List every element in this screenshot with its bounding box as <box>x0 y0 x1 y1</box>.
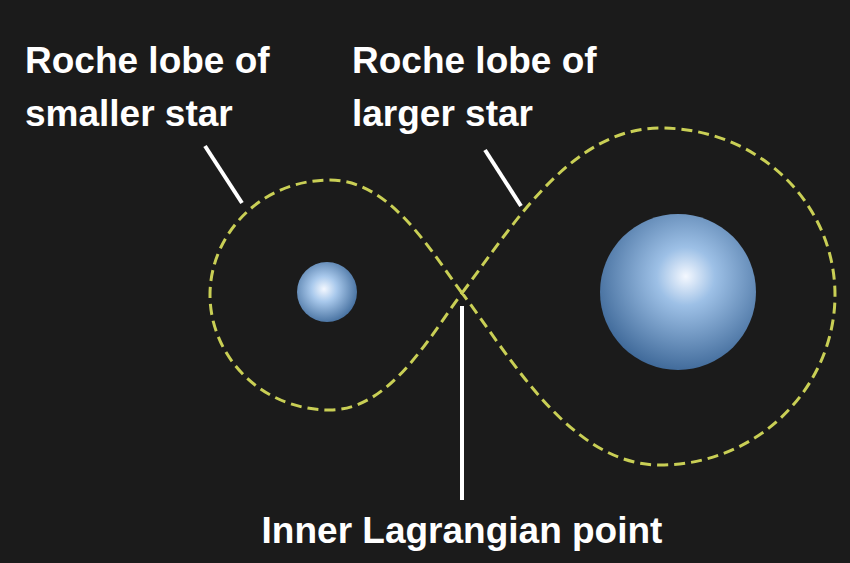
roche-lobe-small <box>210 180 462 410</box>
leader-line <box>460 306 464 500</box>
large-star <box>600 214 756 370</box>
lobe-label: Roche lobe of smaller star <box>25 34 345 140</box>
lobe-label: Roche lobe of larger star <box>352 34 672 140</box>
point-label: Inner Lagrangian point <box>262 504 663 557</box>
leader-line <box>485 150 521 206</box>
small-star <box>297 262 357 322</box>
leader-line <box>205 146 242 203</box>
roche-lobe-large <box>462 128 835 465</box>
